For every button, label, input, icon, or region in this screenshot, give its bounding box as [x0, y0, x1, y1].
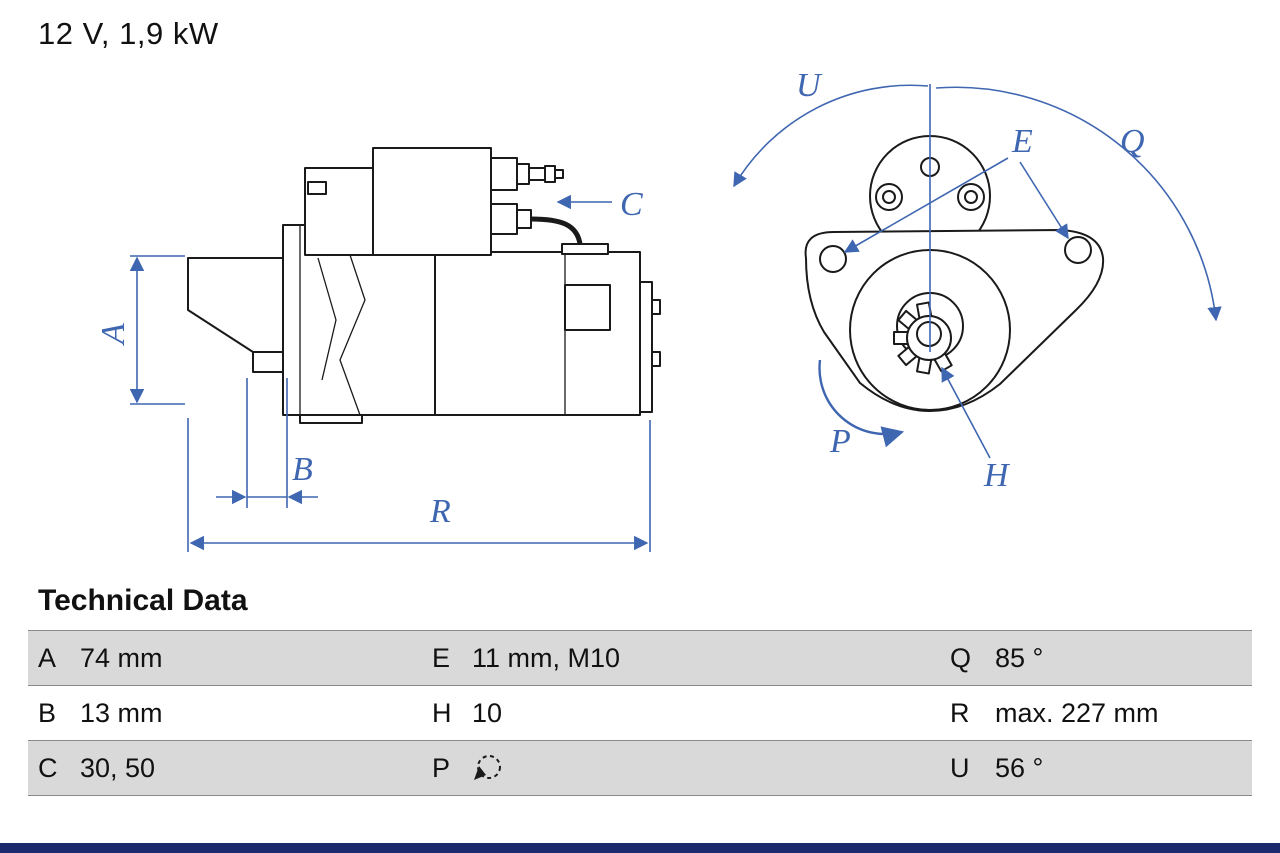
footer-brand-bar	[0, 843, 1280, 853]
dim-label-p: P	[829, 423, 851, 460]
row-value: 56 °	[995, 752, 1044, 783]
row-value: 11 mm, M10	[472, 642, 621, 673]
page-title: 12 V, 1,9 kW	[38, 16, 219, 51]
front-view-dimensions: U Q E P H	[733, 67, 1222, 494]
row-key: P	[432, 752, 451, 783]
technical-data-heading: Technical Data	[38, 584, 248, 617]
table-row: B 13 mm H 10 R max. 227 mm	[28, 685, 1252, 740]
row-key: H	[432, 697, 452, 728]
table-row: A 74 mm E 11 mm, M10 Q 85 °	[28, 630, 1252, 685]
row-value	[472, 752, 950, 785]
row-key: A	[38, 642, 57, 673]
front-view-drawing	[804, 135, 1105, 412]
dim-label-r: R	[429, 493, 451, 530]
technical-data-table: A 74 mm E 11 mm, M10 Q 85 ° B 13 mm H 10…	[28, 630, 1252, 796]
dim-label-a: A	[95, 323, 132, 346]
side-view-dimensions: A B C R	[95, 186, 651, 552]
row-value: 74 mm	[80, 642, 163, 673]
row-key: B	[38, 697, 57, 728]
row-key: Q	[950, 642, 972, 673]
rotation-icon	[474, 755, 501, 781]
dim-label-c: C	[620, 186, 643, 223]
starter-motor-technical-drawing: A B C R	[95, 67, 1222, 552]
row-key: E	[432, 642, 451, 673]
pinion-gear	[893, 301, 953, 375]
side-view-drawing	[187, 147, 661, 424]
dim-label-q: Q	[1120, 123, 1145, 160]
row-value: 10	[472, 697, 503, 728]
row-key: R	[950, 697, 970, 728]
dim-label-h: H	[983, 457, 1011, 494]
row-value: 85 °	[995, 642, 1044, 673]
row-value: 13 mm	[80, 697, 163, 728]
row-key: U	[950, 752, 970, 783]
row-value: 30, 50	[80, 752, 156, 783]
row-value: max. 227 mm	[995, 697, 1159, 728]
dim-label-e: E	[1011, 123, 1033, 160]
dim-label-b: B	[292, 451, 313, 488]
row-key: C	[38, 752, 58, 783]
dim-label-u: U	[796, 67, 823, 104]
table-row: C 30, 50 P U 56 °	[28, 740, 1252, 795]
